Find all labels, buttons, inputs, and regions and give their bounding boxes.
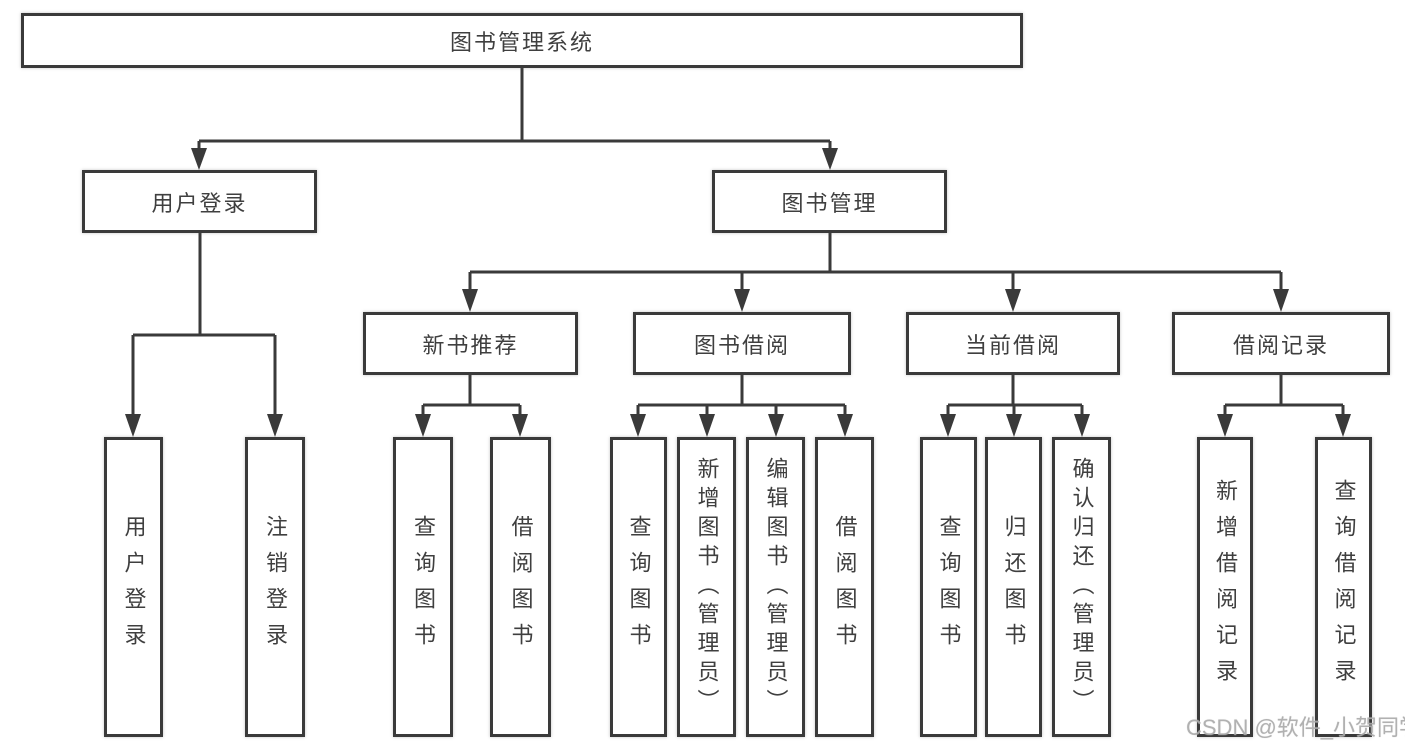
node-user-login: 用户登录 xyxy=(82,170,317,233)
node-book-borrowing-label: 图书借阅 xyxy=(693,332,790,358)
leaf-newrec-query-books: 查询图书 xyxy=(393,437,453,737)
root-node-label: 图书管理系统 xyxy=(449,29,594,55)
leaf-borrow-add-books-admin-label: 新增图书（管理员） xyxy=(694,456,720,718)
csdn-watermark: CSDN @软件_小贺同学 xyxy=(1186,715,1405,740)
leaf-borrow-edit-books-admin: 编辑图书（管理员） xyxy=(746,437,805,737)
leaf-current-return-books-label: 归还图书 xyxy=(1001,515,1027,659)
leaf-records-add-record: 新增借阅记录 xyxy=(1197,437,1253,737)
node-current-borrowing: 当前借阅 xyxy=(906,312,1120,375)
root-node: 图书管理系统 xyxy=(21,13,1023,68)
leaf-records-add-record-label: 新增借阅记录 xyxy=(1213,479,1238,695)
leaf-records-query-record: 查询借阅记录 xyxy=(1315,437,1372,737)
leaf-borrow-add-books-admin: 新增图书（管理员） xyxy=(677,437,736,737)
node-book-borrowing: 图书借阅 xyxy=(633,312,851,375)
leaf-borrow-borrow-books: 借阅图书 xyxy=(815,437,874,737)
node-book-management: 图书管理 xyxy=(712,170,947,233)
leaf-newrec-borrow-books: 借阅图书 xyxy=(490,437,551,737)
leaf-user-login: 用户登录 xyxy=(104,437,163,737)
leaf-user-login-label: 用户登录 xyxy=(121,515,147,659)
leaf-borrow-query-books-label: 查询图书 xyxy=(626,515,652,659)
leaf-current-query-books-label: 查询图书 xyxy=(936,515,962,659)
node-current-borrowing-label: 当前借阅 xyxy=(964,332,1061,358)
leaf-current-return-books: 归还图书 xyxy=(985,437,1042,737)
leaf-newrec-query-books-label: 查询图书 xyxy=(411,515,436,659)
node-borrow-records: 借阅记录 xyxy=(1172,312,1390,375)
leaf-newrec-borrow-books-label: 借阅图书 xyxy=(508,515,534,659)
leaf-current-confirm-return-admin: 确认归还（管理员） xyxy=(1052,437,1111,737)
node-user-login-label: 用户登录 xyxy=(151,190,248,216)
node-new-book-recommend-label: 新书推荐 xyxy=(422,332,519,358)
node-borrow-records-label: 借阅记录 xyxy=(1232,332,1329,358)
leaf-current-query-books: 查询图书 xyxy=(920,437,977,737)
leaf-logout-label: 注销登录 xyxy=(263,515,288,659)
leaf-logout: 注销登录 xyxy=(245,437,305,737)
leaf-current-confirm-return-admin-label: 确认归还（管理员） xyxy=(1069,456,1095,718)
leaf-borrow-borrow-books-label: 借阅图书 xyxy=(832,515,858,659)
leaf-borrow-query-books: 查询图书 xyxy=(610,437,667,737)
leaf-borrow-edit-books-admin-label: 编辑图书（管理员） xyxy=(763,456,789,718)
node-book-management-label: 图书管理 xyxy=(781,190,878,216)
leaf-records-query-record-label: 查询借阅记录 xyxy=(1331,479,1357,695)
node-new-book-recommend: 新书推荐 xyxy=(363,312,578,375)
